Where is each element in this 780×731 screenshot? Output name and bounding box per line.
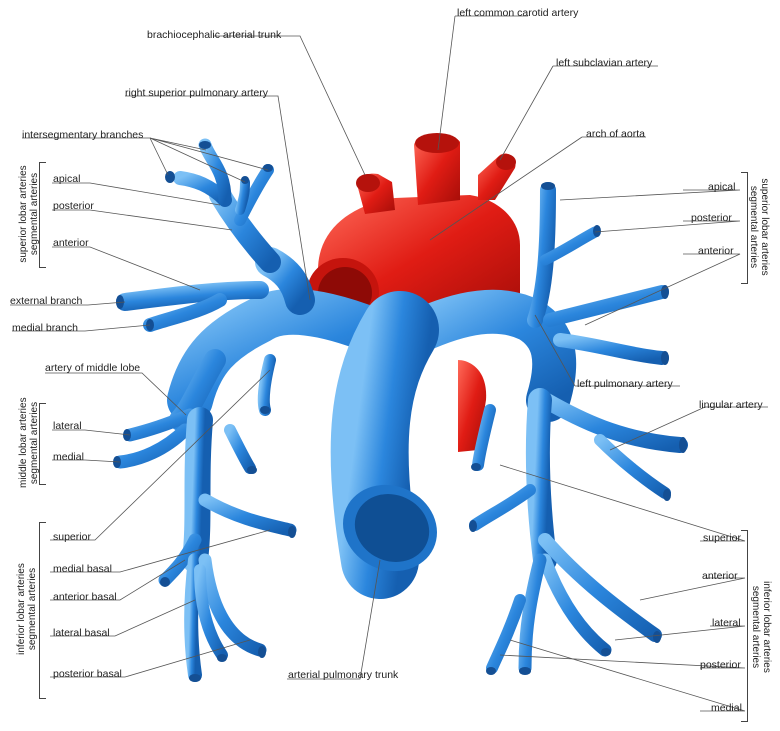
label-medial-branch: medial branch xyxy=(12,322,78,334)
label-external-branch: external branch xyxy=(10,295,82,307)
label-intersegmentary-branches: intersegmentary branches xyxy=(22,129,143,141)
label-medial-right: medial xyxy=(711,702,742,714)
bracket-inferior-lobar-left xyxy=(39,522,46,699)
label-arterial-pulmonary-trunk: arterial pulmonary trunk xyxy=(288,669,398,681)
label-left-pulmonary-artery: left pulmonary artery xyxy=(577,378,673,390)
label-anterior-left: anterior xyxy=(53,237,89,249)
label-anterior-right: anterior xyxy=(698,245,734,257)
label-lingular-artery: lingular artery xyxy=(699,399,763,411)
bracket-inferior-lobar-right xyxy=(741,530,748,722)
label-lateral-right: lateral xyxy=(712,617,741,629)
label-superior-right: superior xyxy=(703,532,741,544)
label-posterior-left: posterior xyxy=(53,200,94,212)
label-anterior-right-inferior: anterior xyxy=(702,570,738,582)
label-lateral-basal: lateral basal xyxy=(53,627,110,639)
label-anterior-basal: anterior basal xyxy=(53,591,117,603)
label-arch-of-aorta: arch of aorta xyxy=(586,128,645,140)
label-posterior-basal: posterior basal xyxy=(53,668,122,680)
label-right-superior-pulmonary-artery: right superior pulmonary artery xyxy=(125,87,268,99)
label-medial-left: medial xyxy=(53,451,84,463)
label-left-common-carotid-artery: left common carotid artery xyxy=(457,7,578,19)
label-artery-of-middle-lobe: artery of middle lobe xyxy=(45,362,140,374)
label-posterior-right: posterior xyxy=(691,212,732,224)
label-apical-left: apical xyxy=(53,173,80,185)
label-left-subclavian-artery: left subclavian artery xyxy=(556,57,652,69)
label-brachiocephalic-arterial-trunk: brachiocephalic arterial trunk xyxy=(147,29,281,41)
label-posterior-right-inferior: posterior xyxy=(700,659,741,671)
label-medial-basal: medial basal xyxy=(53,563,112,575)
label-superior-left: superior xyxy=(53,531,91,543)
label-apical-right: apical xyxy=(708,181,735,193)
label-lateral-left: lateral xyxy=(53,420,82,432)
